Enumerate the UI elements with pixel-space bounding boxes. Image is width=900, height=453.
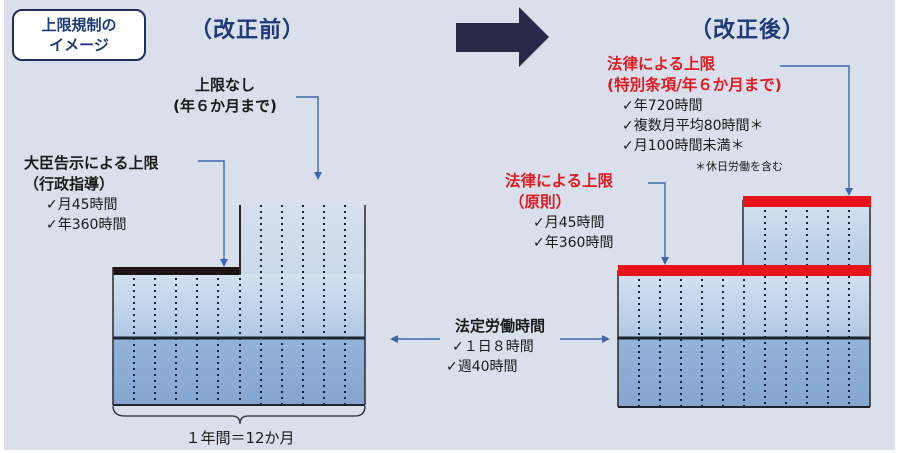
after-heading: （改正後） xyxy=(690,18,806,43)
transition-arrow-icon xyxy=(456,7,549,67)
statutory-title: 法定労働時間 xyxy=(454,317,545,335)
legend-line-1: 上限規制の xyxy=(41,16,117,34)
no-limit-line-2: (年６か月まで) xyxy=(173,97,277,115)
minister-limit-item: ✓月45時間 xyxy=(46,197,118,213)
before-heading: （改正前） xyxy=(190,18,306,43)
special-limit-subtitle: (特別条項/年６か月まで) xyxy=(607,76,782,94)
statutory-hours-label: 法定労働時間 ✓１日８時間 ✓週40時間 xyxy=(440,316,560,377)
minister-limit-item: ✓年360時間 xyxy=(46,217,127,233)
no-limit-label: 上限なし (年６か月まで) xyxy=(150,75,300,117)
principle-limit-label: 法律による上限 （原則） ✓月45時間 ✓年360時間 xyxy=(505,171,613,253)
special-limit-item: ✓複数月平均80時間＊ xyxy=(622,118,764,134)
special-limit-label: 法律による上限 (特別条項/年６か月まで) ✓年720時間 ✓複数月平均80時間… xyxy=(607,54,783,174)
legend-line-2: イメージ xyxy=(49,36,109,54)
statutory-item: ✓週40時間 xyxy=(446,359,518,375)
after-chart xyxy=(617,196,871,408)
special-limit-item: ✓年720時間 xyxy=(622,98,703,114)
minister-limit-label: 大臣告示による上限 （行政指導） ✓月45時間 ✓年360時間 xyxy=(24,153,159,235)
special-limit-title: 法律による上限 xyxy=(607,55,716,73)
principle-limit-subtitle: （原則） xyxy=(509,193,572,211)
before-chart xyxy=(112,205,366,425)
principle-limit-item: ✓月45時間 xyxy=(533,215,605,231)
statutory-item: ✓１日８時間 xyxy=(452,339,534,355)
principle-limit-item: ✓年360時間 xyxy=(533,235,614,251)
connector-arrows xyxy=(198,65,853,343)
minister-limit-title: 大臣告示による上限 xyxy=(24,154,159,172)
principle-limit-title: 法律による上限 xyxy=(505,172,614,190)
holiday-work-note: ＊休日労働を含む xyxy=(695,160,783,173)
legend-box: 上限規制の イメージ xyxy=(12,9,146,61)
year-span-label: １年間＝12か月 xyxy=(185,429,295,447)
minister-limit-subtitle: （行政指導） xyxy=(24,175,115,193)
no-limit-line-1: 上限なし xyxy=(194,76,255,94)
special-limit-item: ✓月100時間未満＊ xyxy=(622,138,745,154)
